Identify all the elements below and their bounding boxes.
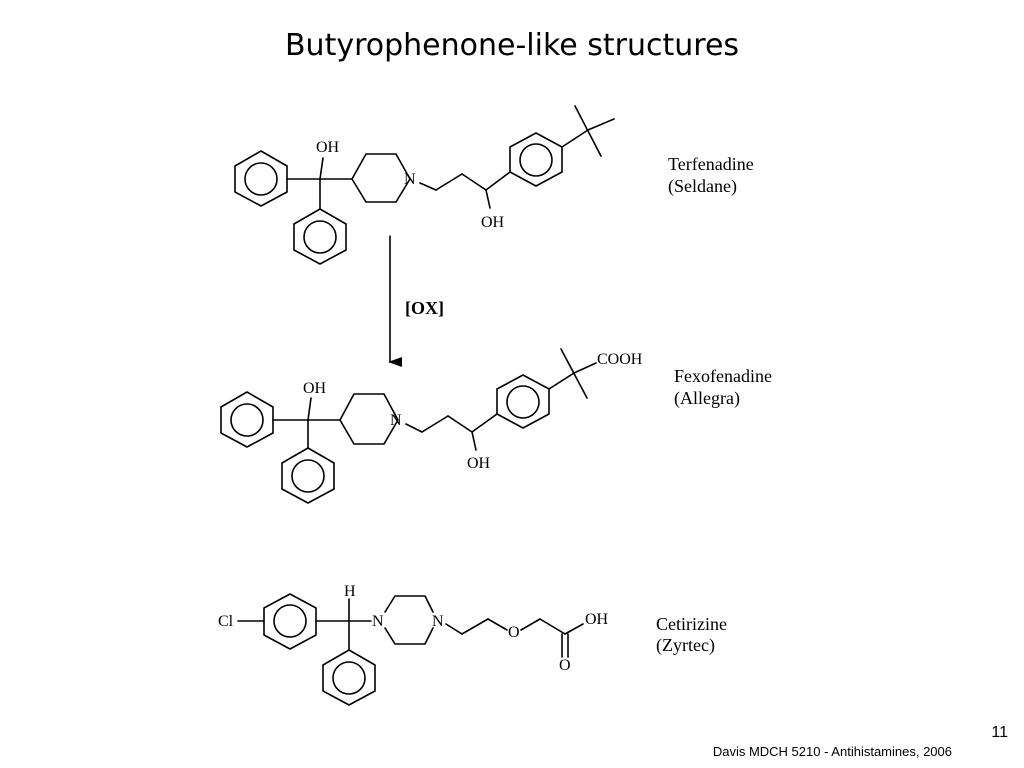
oxidation-arrow: [OX] [388,235,444,367]
chlorine-label: Cl [218,613,234,630]
slide-number: 11 [991,724,1008,741]
oh-label: OH [316,139,340,156]
piperazine-ring [384,595,434,645]
compound-name: Fexofenadine [674,366,772,386]
phenyl-ring [281,447,335,504]
phenyl-ring [322,649,376,706]
chlorophenyl-ring [263,593,317,650]
oh-label: OH [467,455,491,472]
oh-label: OH [481,214,505,231]
compound-name: Terfenadine [668,154,754,174]
bonds [286,105,615,210]
oh-label: OH [585,611,609,628]
compound-brand: (Seldane) [668,176,737,197]
cetirizine-structure: Cl H N N O OH O Cetirizine (Zyrtec) [218,583,727,706]
nitrogen-label: N [404,171,416,188]
carbonyl-oxygen-label: O [559,657,571,674]
hydrogen-label: H [344,583,356,600]
slide-title: Butyrophenone-like structures [284,28,740,63]
footer-text: Davis MDCH 5210 - Antihistamines, 2006 [712,744,952,759]
terfenadine-structure: OH N OH Terfenadine (Seldane) [234,105,754,265]
bonds [272,348,597,451]
phenyl-ring [234,150,288,207]
nitrogen-label: N [390,412,402,429]
bonds [237,598,584,658]
carboxyphenyl-ring [496,374,550,429]
oh-label: OH [303,380,327,397]
compound-brand: (Zyrtec) [656,635,715,656]
tert-butylphenyl-ring [509,132,563,187]
piperidine-ring [339,393,399,445]
phenyl-ring [293,208,347,265]
compound-brand: (Allegra) [674,388,740,409]
reagent-label: [OX] [405,298,444,318]
piperidine-ring [351,153,411,203]
phenyl-ring [220,391,274,448]
cooh-label: COOH [597,351,643,368]
compound-name: Cetirizine [656,614,727,634]
fexofenadine-structure: OH N OH COOH Fexofenadine (Allegra) [220,348,772,504]
nitrogen-label: N [432,613,444,630]
ether-oxygen-label: O [508,624,520,641]
nitrogen-label: N [372,613,384,630]
